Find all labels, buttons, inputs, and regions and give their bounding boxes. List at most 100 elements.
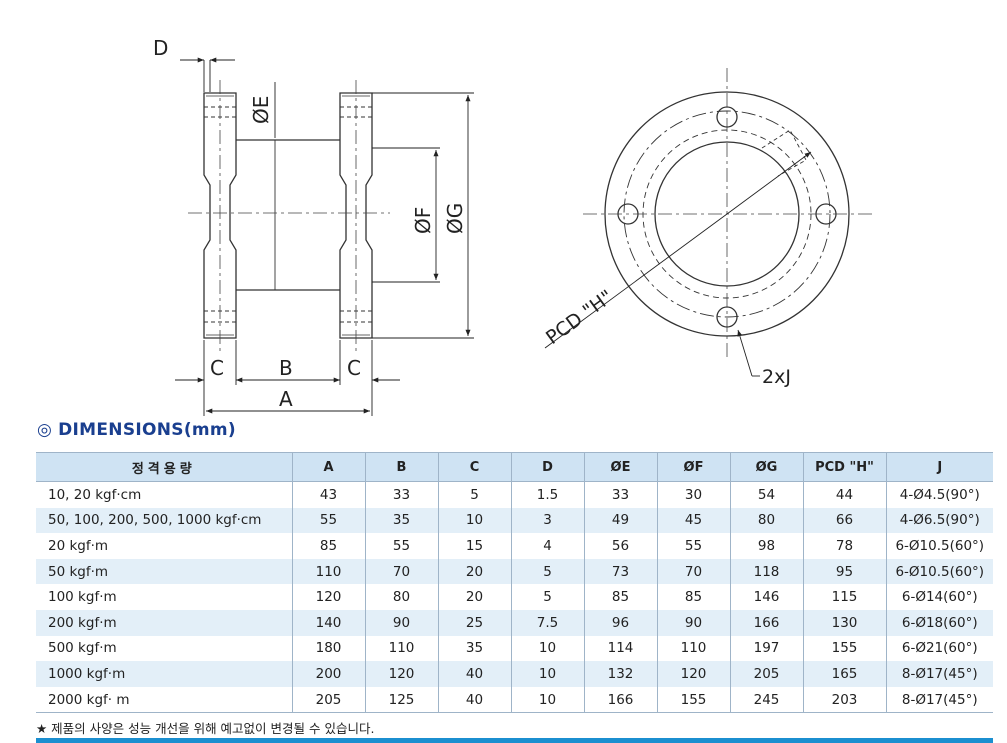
table-cell: 45 (656, 507, 730, 534)
table-cell: 25 (437, 609, 511, 636)
label-f: ØF (411, 207, 435, 234)
capacity-cell: 50, 100, 200, 500, 1000 kgf·cm (36, 507, 292, 534)
table-cell: 8-Ø17(45°) (885, 686, 993, 714)
table-cell: 35 (364, 507, 438, 534)
table-cell: 90 (656, 609, 730, 636)
table-cell: 96 (583, 609, 657, 636)
table-cell: 166 (583, 686, 657, 714)
table-header-cell: ØF (656, 452, 730, 482)
table-header-cell: B (364, 452, 438, 482)
body-tube (236, 139, 340, 291)
table-cell: 5 (510, 584, 584, 610)
table-cell: 118 (729, 558, 803, 585)
dim-f (372, 147, 440, 283)
table-cell: 33 (583, 481, 657, 508)
table-cell: 10 (437, 507, 511, 534)
table-cell: 10 (510, 686, 584, 714)
table-cell: 73 (583, 558, 657, 585)
table-header-cell: A (291, 452, 365, 482)
circle-bullet-icon: ◎ (37, 420, 53, 440)
center-lines (188, 80, 390, 352)
capacity-cell: 2000 kgf· m (36, 686, 292, 714)
table-cell: 203 (802, 686, 886, 714)
table-cell: 6-Ø21(60°) (885, 635, 993, 662)
label-pcd: PCD "H" (542, 286, 617, 349)
table-cell: 4-Ø6.5(90°) (885, 507, 993, 534)
table-cell: 80 (364, 584, 438, 610)
table-cell: 130 (802, 609, 886, 636)
table-cell: 140 (291, 609, 365, 636)
table-cell: 10 (510, 635, 584, 662)
table-cell: 132 (583, 661, 657, 687)
dim-d (180, 57, 235, 92)
table-cell: 40 (437, 686, 511, 714)
table-cell: 49 (583, 507, 657, 534)
table-cell: 90 (364, 609, 438, 636)
table-cell: 85 (583, 584, 657, 610)
table-cell: 70 (656, 558, 730, 585)
table-cell: 78 (802, 533, 886, 559)
table-cell: 20 (437, 584, 511, 610)
j-leader (737, 329, 760, 377)
table-cell: 80 (729, 507, 803, 534)
key-slot (761, 129, 807, 177)
table-cell: 197 (729, 635, 803, 662)
table-cell: 6-Ø10.5(60°) (885, 558, 993, 585)
table-header-cell: C (437, 452, 511, 482)
capacity-cell: 20 kgf·m (36, 533, 292, 559)
label-c-right: C (347, 356, 361, 380)
table-cell: 5 (437, 481, 511, 508)
table-cell: 155 (656, 686, 730, 714)
table-cell: 245 (729, 686, 803, 714)
table-header-cell: ØG (729, 452, 803, 482)
label-g: ØG (443, 203, 467, 234)
capacity-cell: 10, 20 kgf·cm (36, 481, 292, 508)
table-cell: 30 (656, 481, 730, 508)
table-header-cell: D (510, 452, 584, 482)
table-cell: 55 (656, 533, 730, 559)
table-cell: 166 (729, 609, 803, 636)
table-header-cell: PCD "H" (802, 452, 886, 482)
table-cell: 180 (291, 635, 365, 662)
section-title: ◎DIMENSIONS(mm) (37, 420, 236, 440)
label-a: A (279, 387, 293, 411)
table-cell: 55 (364, 533, 438, 559)
bottom-accent-bar (36, 738, 993, 743)
section-title-text: DIMENSIONS(mm) (58, 420, 236, 440)
label-d: D (153, 36, 168, 60)
table-cell: 165 (802, 661, 886, 687)
table-cell: 110 (656, 635, 730, 662)
capacity-cell: 1000 kgf·m (36, 661, 292, 687)
capacity-cell: 100 kgf·m (36, 584, 292, 610)
table-cell: 155 (802, 635, 886, 662)
table-cell: 10 (510, 661, 584, 687)
table-cell: 110 (364, 635, 438, 662)
table-header-cell: 정격용량 (36, 452, 292, 482)
table-cell: 8-Ø17(45°) (885, 661, 993, 687)
table-cell: 35 (437, 635, 511, 662)
table-cell: 200 (291, 661, 365, 687)
table-cell: 120 (291, 584, 365, 610)
footnote: ★ 제품의 사양은 성능 개선을 위해 예고없이 변경될 수 있습니다. (36, 721, 375, 736)
label-b: B (279, 356, 293, 380)
table-cell: 40 (437, 661, 511, 687)
front-center-lines (583, 68, 873, 360)
table-cell: 85 (656, 584, 730, 610)
table-cell: 1.5 (510, 481, 584, 508)
table-cell: 114 (583, 635, 657, 662)
table-cell: 125 (364, 686, 438, 714)
table-header-cell: J (885, 452, 993, 482)
table-cell: 115 (802, 584, 886, 610)
table-cell: 205 (729, 661, 803, 687)
table-cell: 120 (364, 661, 438, 687)
table-cell: 55 (291, 507, 365, 534)
table-cell: 4 (510, 533, 584, 559)
